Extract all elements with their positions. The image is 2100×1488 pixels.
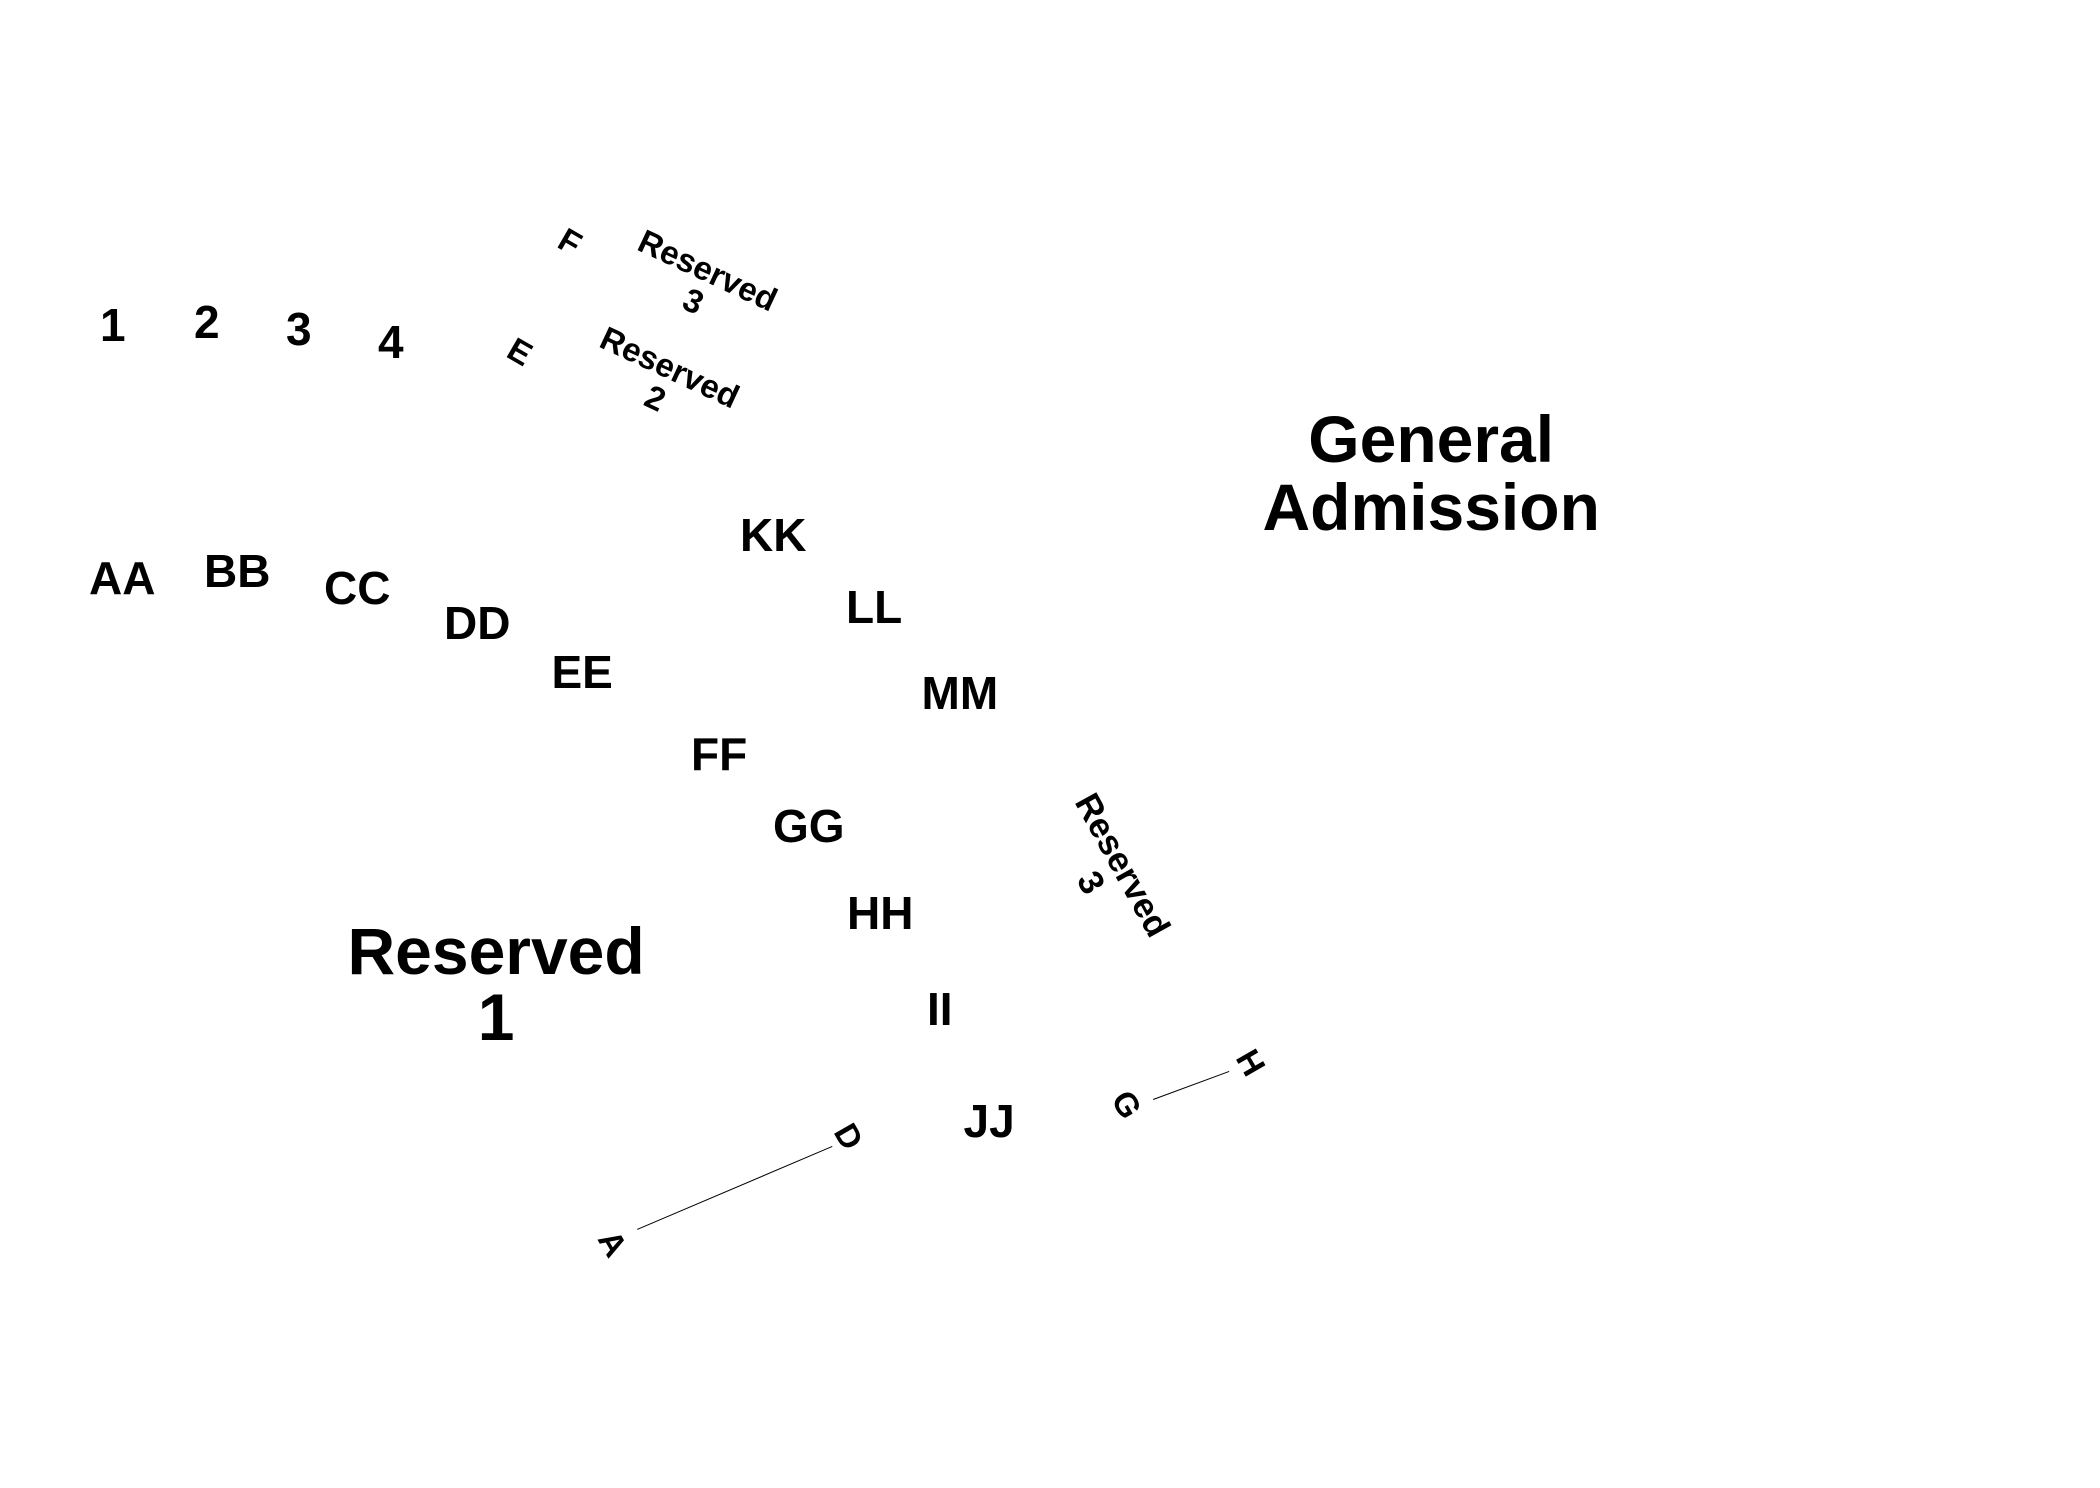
reserved-1-label[interactable]: Reserved 1 [348, 918, 645, 1050]
row-ff[interactable]: FF [691, 728, 748, 780]
row-jj[interactable]: JJ [963, 1095, 1015, 1147]
section-number-4[interactable]: 4 [378, 316, 404, 368]
row-gg[interactable]: GG [773, 800, 845, 852]
row-ii[interactable]: II [927, 983, 953, 1035]
reserved-1-number: 1 [477, 980, 515, 1054]
row-ll[interactable]: LL [846, 581, 903, 633]
section-number-3[interactable]: 3 [286, 303, 312, 355]
section-letter-e[interactable]: E [501, 329, 539, 373]
reserved-1-word: Reserved [347, 914, 645, 988]
section-letter-a[interactable]: A [590, 1223, 635, 1263]
section-letter-g[interactable]: G [1104, 1083, 1150, 1125]
reserved-2-label[interactable]: Reserved 2 [580, 318, 744, 445]
general-admission-word-1: General [1308, 401, 1555, 476]
row-kk[interactable]: KK [740, 509, 807, 561]
row-aa[interactable]: AA [89, 552, 156, 604]
general-admission-label[interactable]: General Admission [1262, 401, 1600, 545]
general-admission-word-2: Admission [1262, 470, 1600, 545]
connector-line-a-d [637, 1146, 833, 1230]
section-letter-h[interactable]: H [1228, 1042, 1273, 1082]
section-number-1[interactable]: 1 [100, 299, 126, 351]
section-letter-d[interactable]: D [826, 1116, 871, 1156]
row-mm[interactable]: MM [921, 667, 999, 719]
row-hh[interactable]: HH [847, 887, 914, 939]
reserved-3-side-label[interactable]: Reserved 3 [1036, 786, 1178, 960]
row-bb[interactable]: BB [204, 545, 271, 597]
reserved-3-upper-label[interactable]: Reserved 3 [618, 221, 782, 348]
row-dd[interactable]: DD [444, 597, 511, 649]
connector-line-g-h [1153, 1071, 1230, 1100]
section-letter-f[interactable]: F [552, 219, 589, 263]
row-ee[interactable]: EE [551, 646, 613, 698]
section-number-2[interactable]: 2 [194, 296, 220, 348]
row-cc[interactable]: CC [324, 562, 391, 614]
